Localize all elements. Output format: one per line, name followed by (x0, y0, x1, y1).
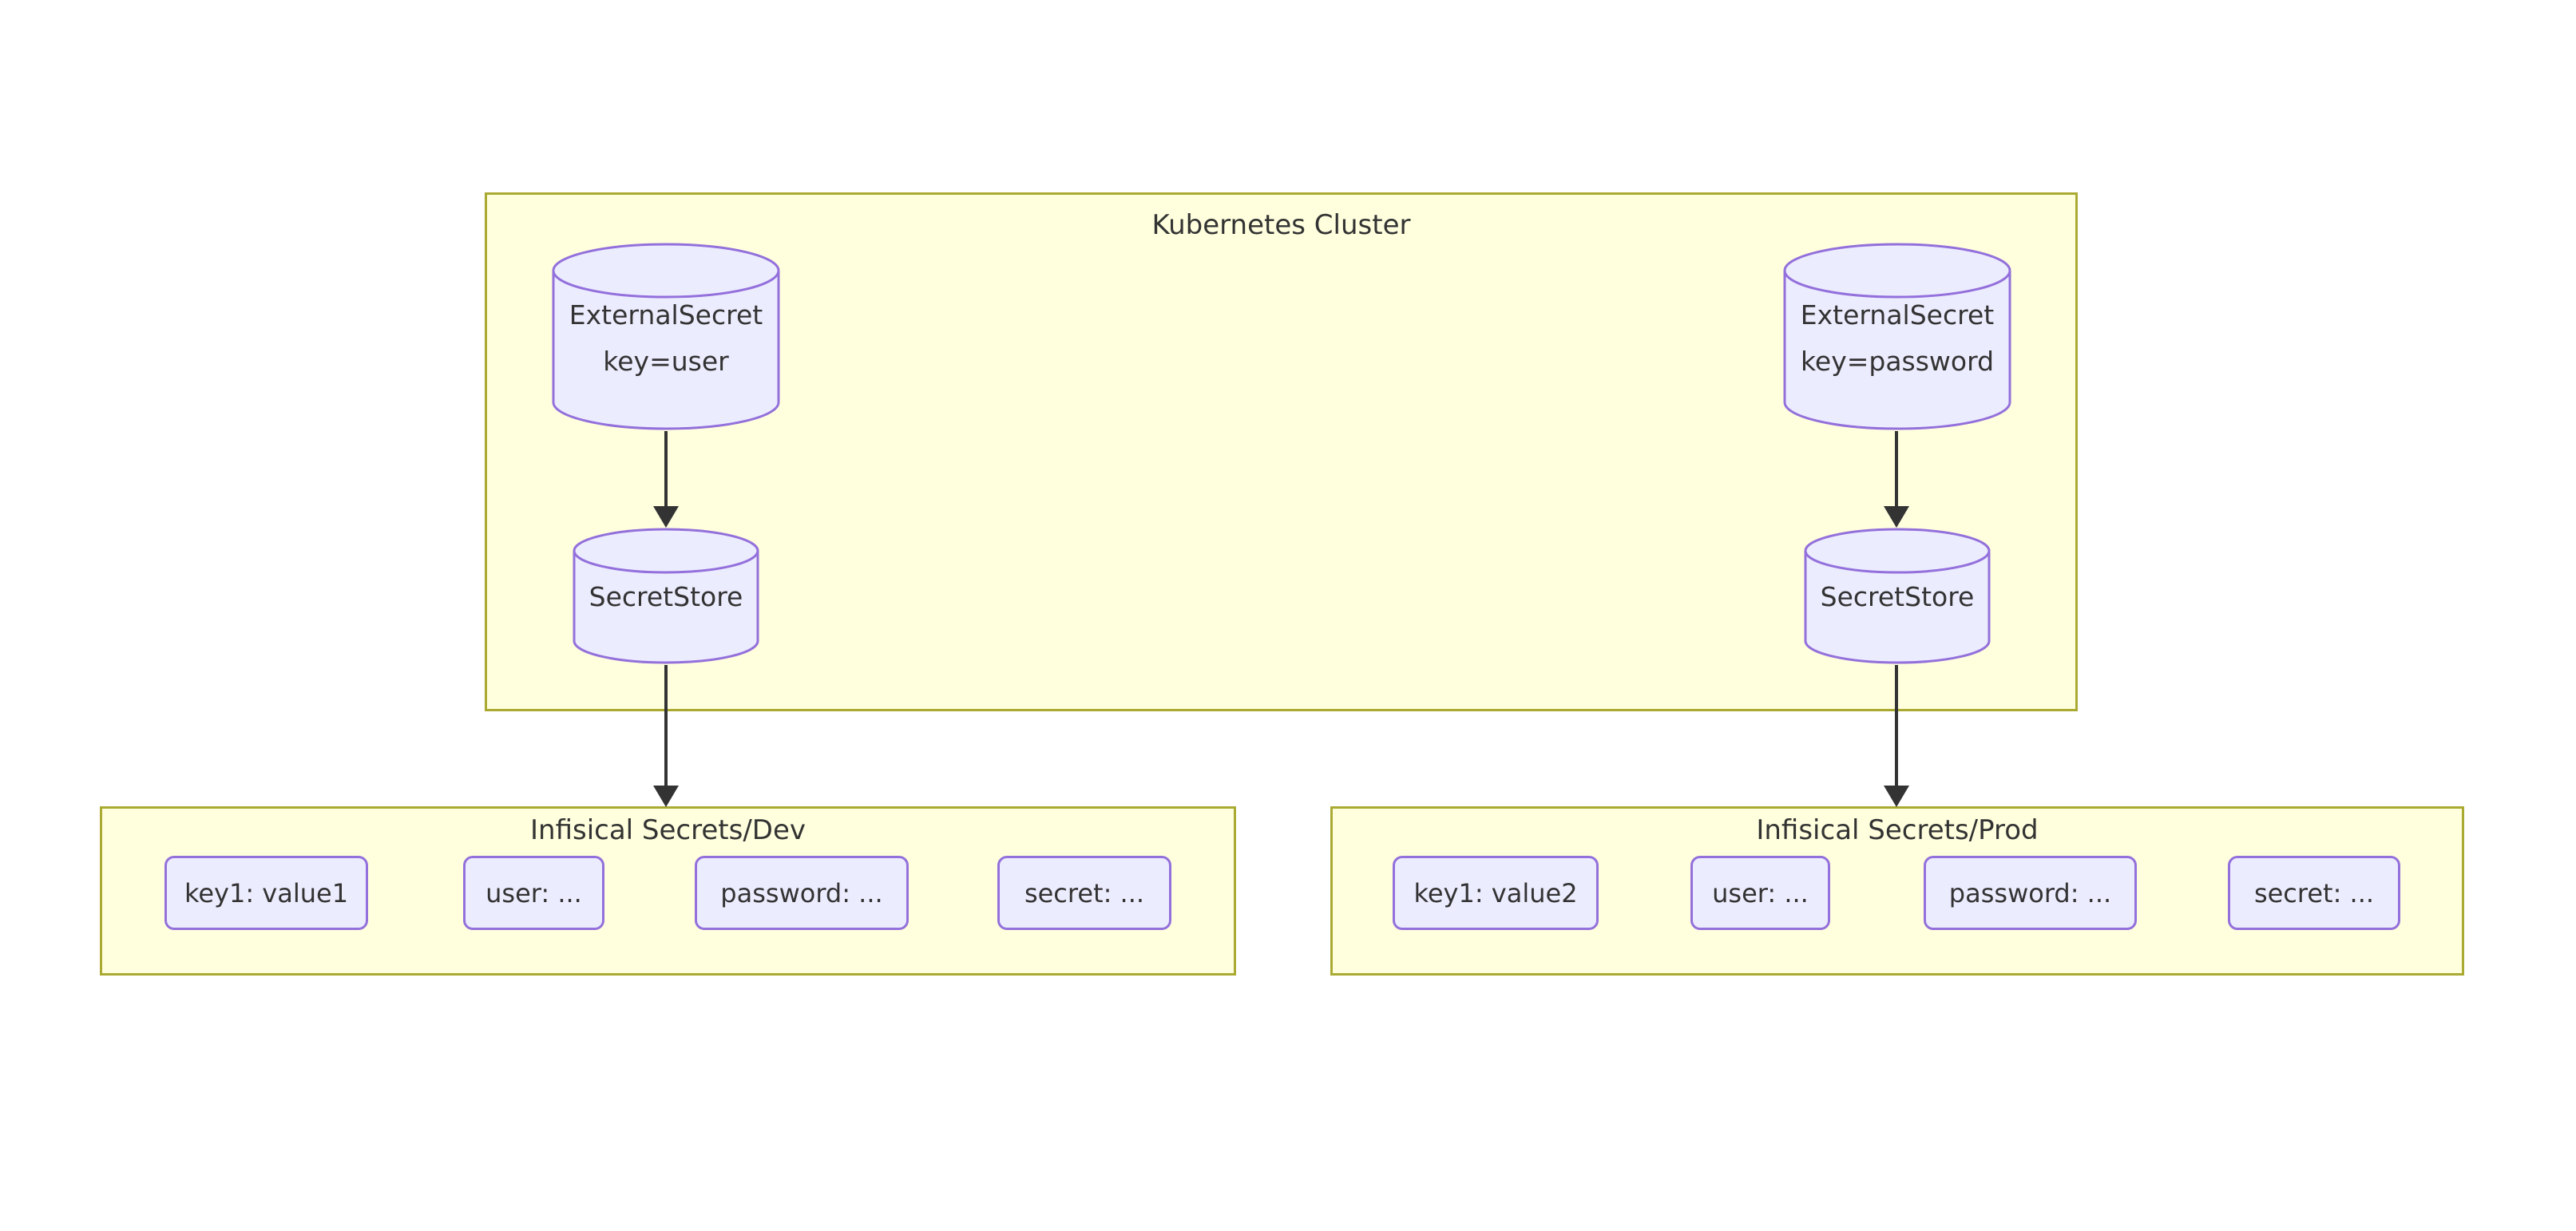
externalsecret-user-label-line2: key=user (603, 346, 729, 377)
kubernetes-cluster-title: Kubernetes Cluster (1151, 209, 1411, 241)
dev-secret-user: user: ... (463, 856, 604, 930)
prod-secret-secret: secret: ... (2228, 856, 2400, 930)
prod-secret-password: password: ... (1924, 856, 2137, 930)
externalsecret-user-label-line1: ExternalSecret (569, 299, 763, 331)
secretstore-right-label: SecretStore (1820, 581, 1975, 612)
cylinder-icon (552, 243, 780, 430)
arrow-line (664, 431, 668, 507)
arrow-head (1884, 786, 1909, 807)
secretstore-left-label: SecretStore (589, 581, 743, 612)
secretstore-left-node: SecretStore (572, 527, 760, 665)
arrow-line (1895, 665, 1898, 786)
prod-secret-key1: key1: value2 (1393, 856, 1599, 930)
arrow-line (664, 665, 668, 786)
externalsecret-user-node: ExternalSecret key=user (551, 242, 781, 431)
arrow-externalsecret-user-to-secretstore-left (653, 431, 679, 528)
arrow-head (653, 506, 679, 528)
arrow-head (1884, 506, 1909, 528)
externalsecret-password-node: ExternalSecret key=password (1782, 242, 2012, 431)
arrow-secretstore-left-to-infisical-dev (653, 665, 679, 807)
cylinder-icon (573, 528, 759, 664)
arrow-head (653, 786, 679, 807)
externalsecret-password-label-line1: ExternalSecret (1800, 299, 1995, 331)
secretstore-right-node: SecretStore (1803, 527, 1991, 665)
arrow-secretstore-right-to-infisical-prod (1884, 665, 1909, 807)
dev-secret-key1: key1: value1 (164, 856, 368, 930)
infisical-prod-title: Infisical Secrets/Prod (1756, 814, 2039, 846)
dev-secret-secret: secret: ... (997, 856, 1171, 930)
prod-secret-user: user: ... (1690, 856, 1830, 930)
externalsecret-password-label-line2: key=password (1800, 346, 1995, 377)
arrow-externalsecret-password-to-secretstore-right (1884, 431, 1909, 528)
cylinder-icon (1804, 528, 1991, 664)
cylinder-icon (1783, 243, 2011, 430)
arrow-line (1895, 431, 1898, 507)
infisical-dev-title: Infisical Secrets/Dev (530, 814, 806, 846)
dev-secret-password: password: ... (695, 856, 909, 930)
